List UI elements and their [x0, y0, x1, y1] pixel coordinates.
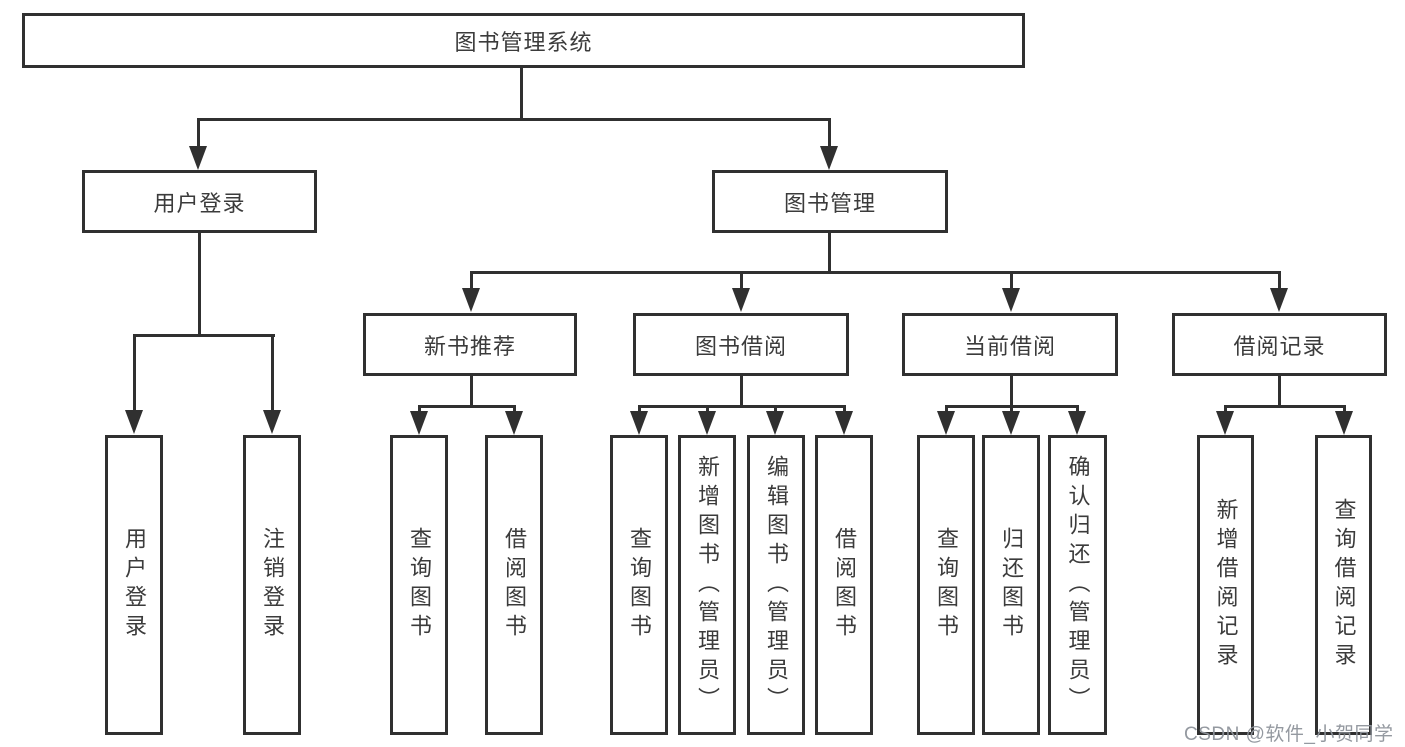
node-user-login: 用户登录 — [82, 170, 317, 233]
node-label: 用户登录 — [153, 190, 246, 216]
arrow-down-icon — [766, 411, 784, 435]
connector-vline — [1076, 405, 1079, 415]
connector-hline — [133, 334, 275, 337]
arrow-down-icon — [732, 288, 750, 312]
connector-vline — [418, 405, 421, 415]
connector-hline — [470, 271, 1281, 274]
node-book-management: 图书管理 — [712, 170, 948, 233]
arrow-down-icon — [1216, 411, 1234, 435]
connector-hline — [1224, 405, 1346, 408]
arrow-down-icon — [189, 146, 207, 170]
arrow-down-icon — [462, 288, 480, 312]
leaf-edit-books-admin: 编辑图书（管理员） — [747, 435, 805, 735]
connector-vline — [774, 405, 777, 415]
leaf-label: 用户登录 — [122, 527, 147, 643]
connector-vline — [740, 271, 743, 293]
node-label: 图书借阅 — [694, 333, 787, 359]
node-book-borrow: 图书借阅 — [633, 313, 849, 376]
connector-vline — [843, 405, 846, 415]
arrow-down-icon — [1335, 411, 1353, 435]
connector-hline — [418, 405, 516, 408]
leaf-label: 查询图书 — [627, 527, 652, 643]
connector-vline — [706, 405, 709, 415]
leaf-add-books-admin: 新增图书（管理员） — [678, 435, 736, 735]
connector-vline — [945, 405, 948, 415]
connector-vline — [470, 271, 473, 293]
connector-vline — [1224, 405, 1227, 415]
node-current-borrow: 当前借阅 — [902, 313, 1118, 376]
leaf-borrow-books: 借阅图书 — [815, 435, 873, 735]
leaf-query-borrow-record: 查询借阅记录 — [1315, 435, 1372, 735]
connector-hline — [197, 118, 831, 121]
connector-vline — [1278, 271, 1281, 293]
leaf-logout: 注销登录 — [243, 435, 301, 735]
node-root: 图书管理系统 — [22, 13, 1025, 68]
leaf-label: 借阅图书 — [502, 527, 527, 643]
arrow-down-icon — [1270, 288, 1288, 312]
leaf-label: 查询图书 — [407, 527, 432, 643]
connector-vline — [133, 334, 136, 414]
leaf-label: 归还图书 — [999, 527, 1024, 643]
leaf-confirm-return-admin: 确认归还（管理员） — [1048, 435, 1107, 735]
connector-vline — [638, 405, 641, 415]
node-label: 图书管理 — [783, 190, 876, 216]
connector-hline — [638, 405, 846, 408]
connector-vline — [1010, 271, 1013, 293]
leaf-label: 查询借阅记录 — [1331, 498, 1357, 672]
arrow-down-icon — [698, 411, 716, 435]
leaf-label: 确认归还（管理员） — [1065, 454, 1091, 716]
arrow-down-icon — [505, 411, 523, 435]
connector-vline — [520, 68, 523, 120]
leaf-return-books: 归还图书 — [982, 435, 1040, 735]
connector-vline — [513, 405, 516, 415]
arrow-down-icon — [630, 411, 648, 435]
leaf-query-books-recommend: 查询图书 — [390, 435, 448, 735]
connector-vline — [197, 118, 200, 152]
arrow-down-icon — [1068, 411, 1086, 435]
leaf-label: 新增图书（管理员） — [695, 454, 720, 716]
connector-vline — [740, 376, 743, 407]
leaf-label: 注销登录 — [260, 527, 285, 643]
node-borrow-records: 借阅记录 — [1172, 313, 1387, 376]
connector-vline — [198, 233, 201, 336]
leaf-label: 查询图书 — [934, 527, 959, 643]
node-label: 借阅记录 — [1233, 333, 1326, 359]
node-label: 新书推荐 — [423, 333, 516, 359]
csdn-watermark: CSDN @软件_小贺同学 — [1184, 724, 1394, 745]
leaf-label: 借阅图书 — [832, 527, 857, 643]
arrow-down-icon — [263, 410, 281, 434]
leaf-user-login: 用户登录 — [105, 435, 163, 735]
arrow-down-icon — [1002, 411, 1020, 435]
connector-vline — [1343, 405, 1346, 415]
leaf-label: 新增借阅记录 — [1213, 498, 1239, 672]
leaf-query-books-borrow: 查询图书 — [610, 435, 668, 735]
connector-vline — [470, 376, 473, 407]
connector-vline — [271, 334, 274, 414]
node-label: 当前借阅 — [963, 333, 1056, 359]
arrow-down-icon — [835, 411, 853, 435]
connector-vline — [1010, 405, 1013, 415]
connector-vline — [828, 118, 831, 152]
connector-vline — [1278, 376, 1281, 407]
arrow-down-icon — [125, 410, 143, 434]
connector-vline — [828, 233, 831, 273]
leaf-add-borrow-record: 新增借阅记录 — [1197, 435, 1254, 735]
connector-vline — [1010, 376, 1013, 407]
arrow-down-icon — [820, 146, 838, 170]
node-label: 图书管理系统 — [454, 29, 593, 55]
leaf-query-books-current: 查询图书 — [917, 435, 975, 735]
arrow-down-icon — [937, 411, 955, 435]
arrow-down-icon — [1002, 288, 1020, 312]
node-new-book-recommend: 新书推荐 — [363, 313, 577, 376]
leaf-borrow-books-recommend: 借阅图书 — [485, 435, 543, 735]
arrow-down-icon — [410, 411, 428, 435]
leaf-label: 编辑图书（管理员） — [764, 454, 789, 716]
